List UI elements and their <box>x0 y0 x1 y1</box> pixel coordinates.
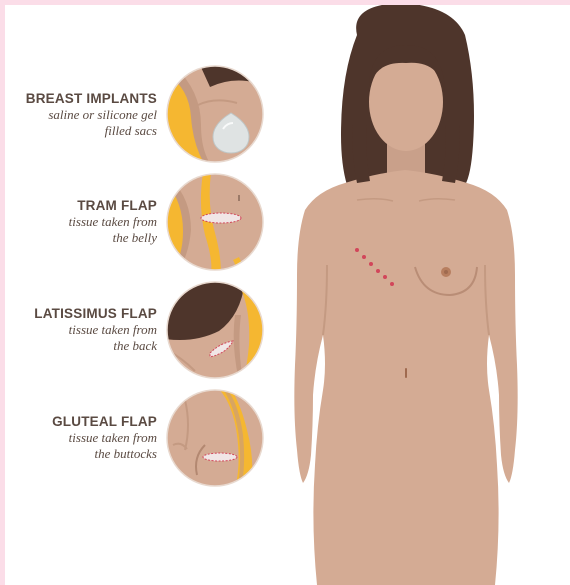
inset-breast-implants <box>165 65 265 165</box>
inset-latissimus-flap <box>165 281 265 381</box>
female-figure <box>294 5 517 585</box>
inset-gluteal-flap <box>165 389 265 489</box>
illustration-svg <box>5 5 570 585</box>
inset-tram-flap <box>165 173 265 273</box>
illustration-frame: BREAST IMPLANTS saline or silicone gel f… <box>5 5 570 585</box>
